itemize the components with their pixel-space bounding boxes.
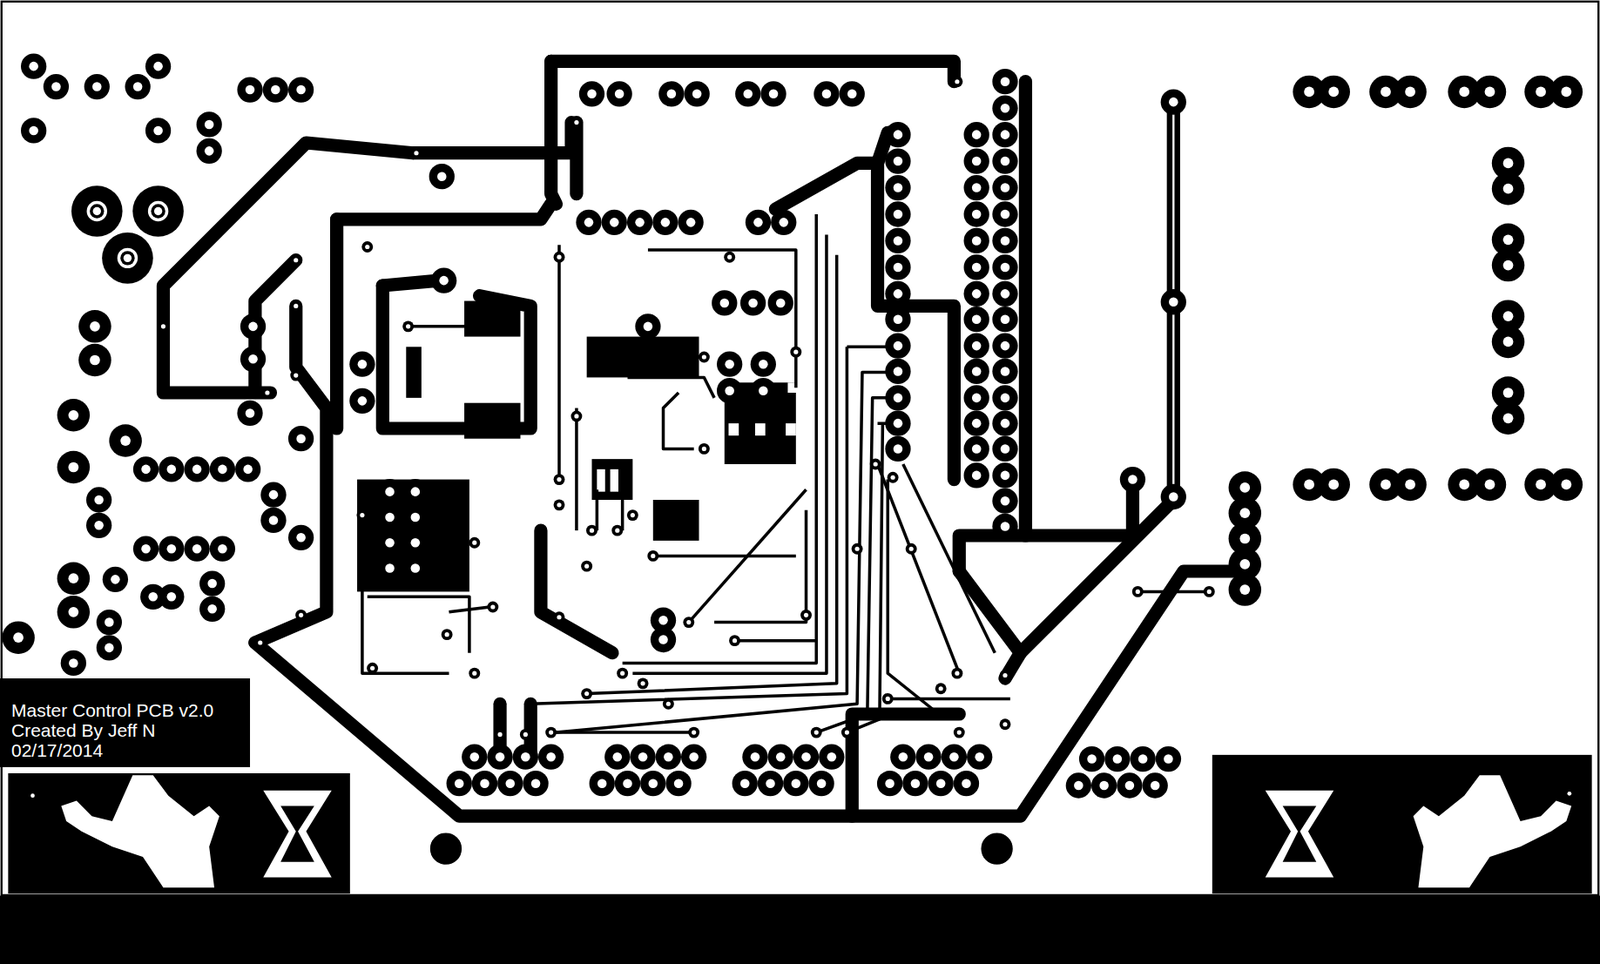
board-label: 02/17/2014 (11, 740, 103, 761)
board-label: Created By Jeff N (11, 720, 156, 741)
board-label: Master Control PCB v2.0 (11, 700, 214, 721)
